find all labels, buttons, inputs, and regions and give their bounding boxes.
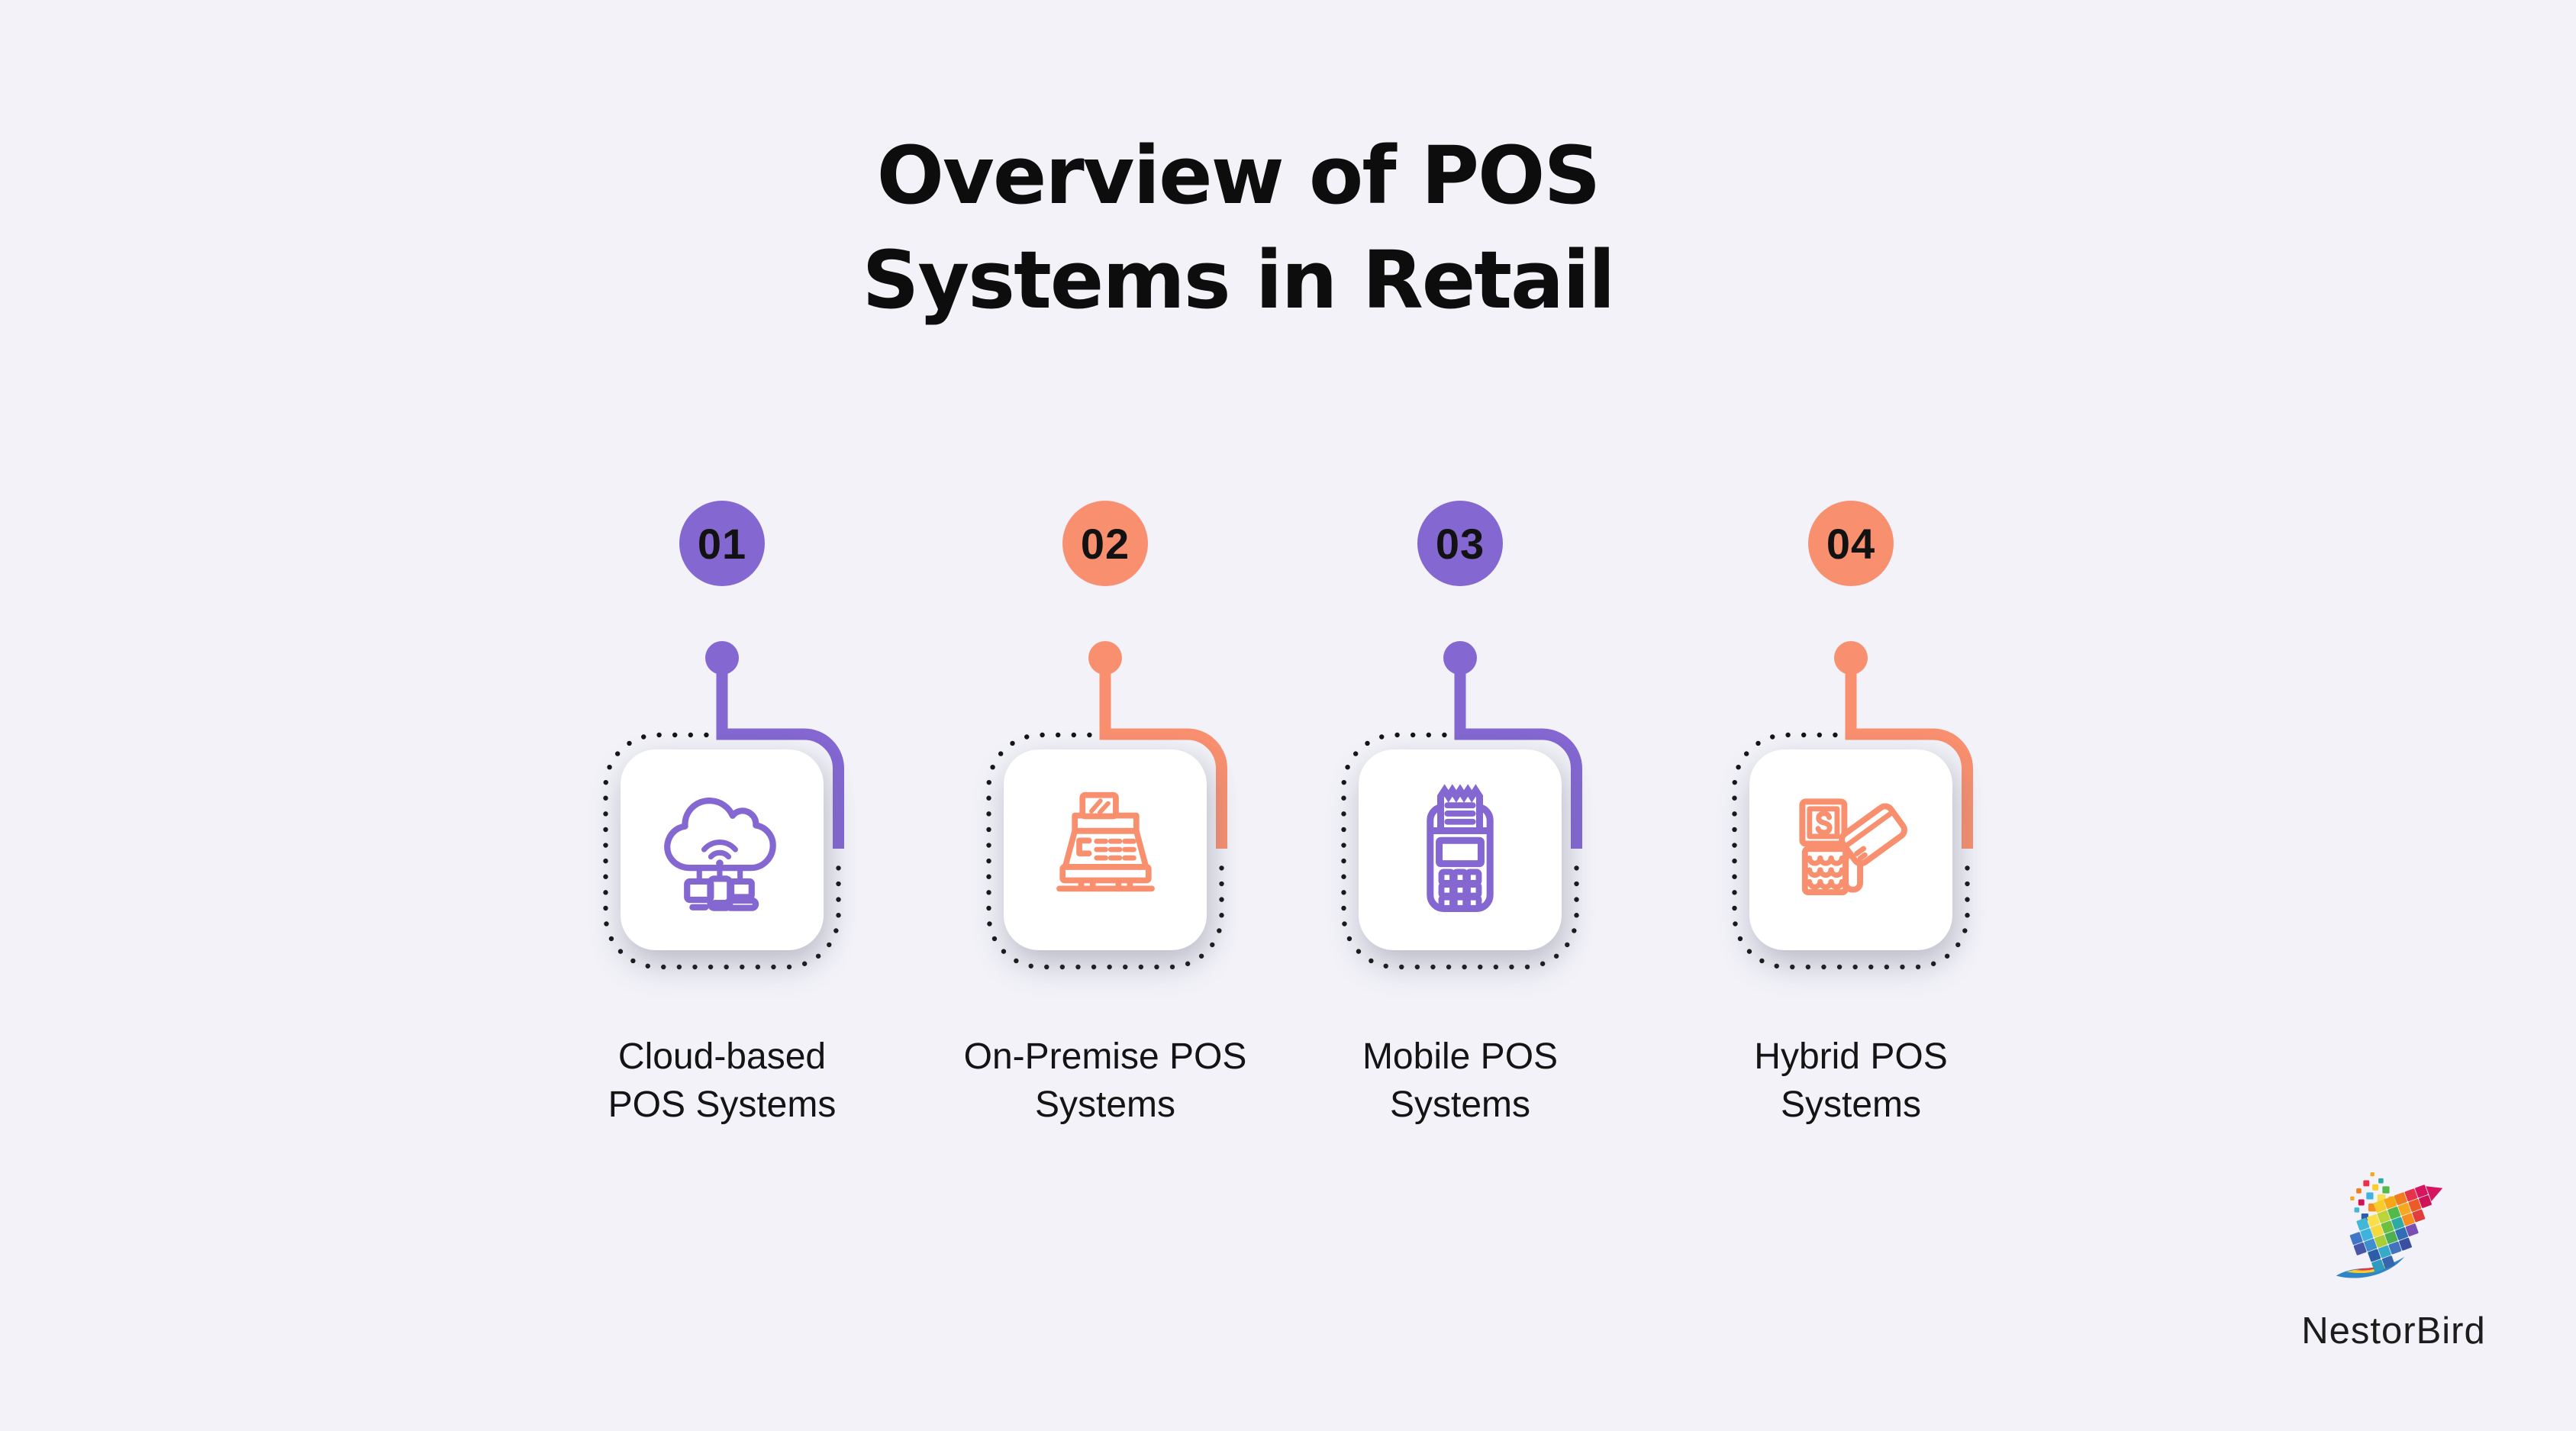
cash-register-icon	[1056, 791, 1155, 891]
icon-card	[1359, 749, 1562, 950]
nestorbird-bird-icon	[2336, 1172, 2442, 1278]
connector-line	[986, 641, 1227, 970]
icon-card	[1004, 749, 1207, 950]
icon-card	[1749, 749, 1952, 950]
step-number-badge: 01	[679, 501, 765, 586]
step-column-mobile: 03 Mobile POS S	[1334, 501, 1586, 1149]
item-label: Mobile POS Systems	[1362, 1036, 1559, 1126]
icon-card	[621, 749, 824, 950]
page-title: Overview of POS Systems in Retail	[862, 129, 1615, 327]
connector-line	[603, 641, 844, 970]
connector-line	[1341, 641, 1582, 970]
item-label: Hybrid POS Systems	[1754, 1036, 1948, 1126]
step-column-onpremise: 02 On-Premise POS Systems	[964, 501, 1246, 1149]
item-label: On-Premise POS Systems	[963, 1036, 1247, 1126]
nestorbird-logo	[2326, 1172, 2464, 1293]
mobile-pos-terminal-icon	[1427, 783, 1494, 912]
item-label: Cloud-based POS Systems	[608, 1036, 837, 1126]
step-number-badge: 02	[1062, 501, 1148, 586]
step-number-badge: 03	[1417, 501, 1503, 586]
connector-line	[1732, 641, 1973, 970]
bird-body-pixels	[2349, 1184, 2442, 1272]
step-number-badge: 04	[1808, 501, 1894, 586]
step-column-cloud: 01 Cloud-based POS Systems	[596, 501, 848, 1149]
hybrid-pos-icon	[1799, 798, 1907, 895]
brand-name: NestorBird	[2301, 1310, 2486, 1352]
cloud-pos-icon	[663, 797, 776, 911]
step-column-hybrid: 04 Hybrid POS Syst	[1725, 501, 1977, 1149]
